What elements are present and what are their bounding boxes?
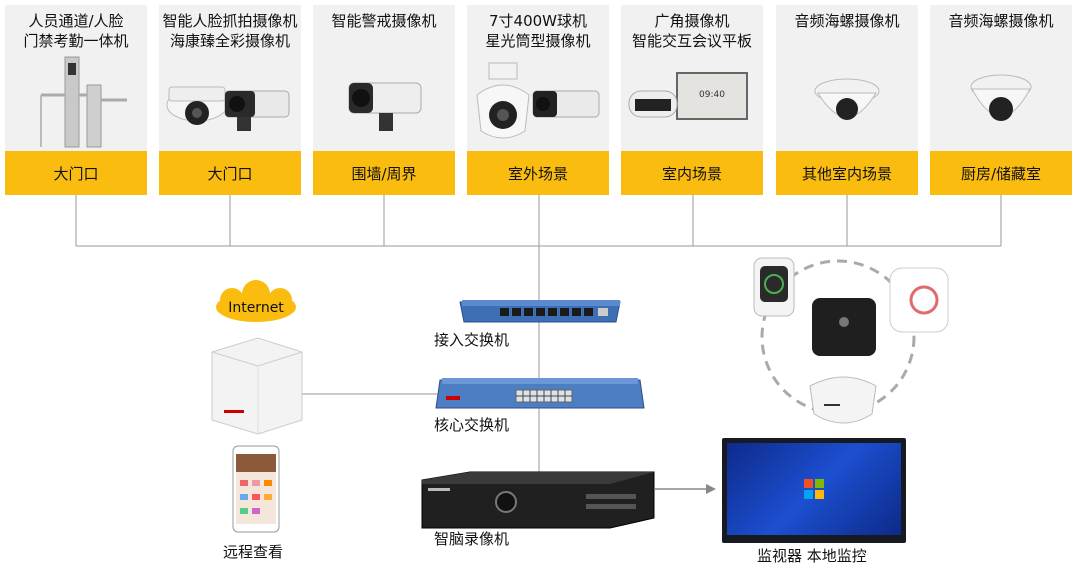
card-title: 智能人脸抓拍摄像机 海康臻全彩摄像机 <box>162 12 298 50</box>
card-label: 室内场景 <box>621 151 763 195</box>
device-card-outdoor: 7寸400W球机 星光筒型摄像机 室外场景 <box>467 5 609 195</box>
device-card-audio-turret-1: 音频海螺摄像机 其他室内场景 <box>776 5 918 195</box>
card-title: 音频海螺摄像机 <box>794 12 900 30</box>
card-label: 厨房/储藏室 <box>930 151 1072 195</box>
windows-logo-icon <box>804 479 824 499</box>
remote-view-label: 远程查看 <box>223 543 284 561</box>
monitor <box>722 438 906 543</box>
device-card-audio-turret-2: 音频海螺摄像机 厨房/储藏室 <box>930 5 1072 195</box>
access-switch-label: 接入交换机 <box>434 331 510 349</box>
card-label: 大门口 <box>159 151 301 195</box>
conference-panel-image: 09:40 <box>628 72 748 120</box>
card-label: 室外场景 <box>467 151 609 195</box>
device-card-indoor: 广角摄像机 智能交互会议平板 09:40 室内场景 <box>621 5 763 195</box>
core-switch-label: 核心交换机 <box>434 416 510 434</box>
turret-camera-image <box>970 74 1032 121</box>
card-label: 围墙/周界 <box>313 151 455 195</box>
monitor-label: 监视器 本地监控 <box>757 547 867 565</box>
device-card-face-capture: 智能人脸抓拍摄像机 海康臻全彩摄像机 大门口 <box>159 5 301 195</box>
card-title: 广角摄像机 智能交互会议平板 <box>631 12 752 50</box>
monitor-screen <box>727 443 901 535</box>
card-title: 人员通道/人脸 门禁考勤一体机 <box>23 12 129 50</box>
camera-pair-image <box>166 86 290 131</box>
dome-and-bullet-image <box>476 62 600 139</box>
nvr-label: 智脑录像机 <box>434 530 510 548</box>
card-title: 音频海螺摄像机 <box>948 12 1054 30</box>
device-card-turnstile: 人员通道/人脸 门禁考勤一体机 大门口 <box>5 5 147 195</box>
card-label: 大门口 <box>5 151 147 195</box>
card-label: 其他室内场景 <box>776 151 918 195</box>
card-title: 智能警戒摄像机 <box>331 12 437 30</box>
device-card-alert-camera: 智能警戒摄像机 围墙/周界 <box>313 5 455 195</box>
turret-camera-image <box>814 78 880 120</box>
bullet-camera-image <box>348 82 422 131</box>
panel-clock: 09:40 <box>699 90 725 100</box>
card-title: 7寸400W球机 星光筒型摄像机 <box>485 12 591 50</box>
turnstile-image <box>40 56 127 148</box>
